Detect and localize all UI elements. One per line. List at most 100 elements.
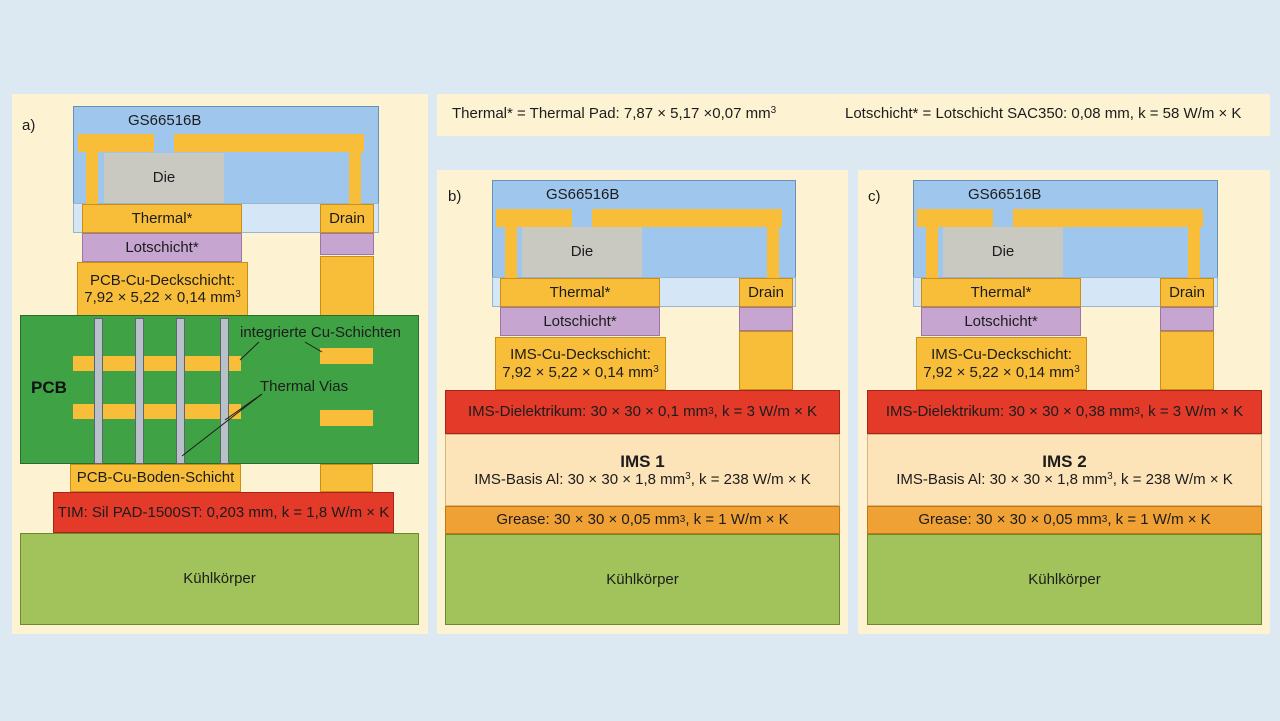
a-cu-layers-leader-2: [304, 341, 323, 353]
b-lead-right-top: [592, 209, 782, 227]
thermal-note-text: Thermal* = Thermal Pad: 7,87 × 5,17 ×0,0…: [452, 105, 771, 122]
lot-note: Lotschicht* = Lotschicht SAC350: 0,08 mm…: [845, 105, 1242, 122]
a-lead-left-post: [86, 148, 98, 206]
a-cu-layers-leader: [239, 341, 260, 361]
a-heatsink: Kühlkörper: [20, 533, 419, 625]
a-pcb-label: PCB: [31, 378, 67, 397]
a-lead-right-top: [174, 134, 364, 152]
c-lotschicht: Lotschicht*: [921, 307, 1081, 336]
c-dielectric-k: , k = 3 W/m × K: [1139, 403, 1244, 421]
a-via-1: [94, 318, 103, 464]
c-ims-base: IMS 2 IMS-Basis Al: 30 × 30 × 1,8 mm3, k…: [867, 434, 1262, 506]
b-grease-k: , k = 1 W/m × K: [685, 511, 789, 529]
a-drain-bottom-cu: [320, 464, 373, 492]
b-cu-top: IMS-Cu-Deckschicht: 7,92 × 5,22 × 0,14 m…: [495, 337, 666, 390]
a-thermal-pad: Thermal*: [82, 204, 242, 233]
panel-c-letter: c): [868, 188, 881, 205]
b-dielectric-text: IMS-Dielektrikum: 30 × 30 × 0,1 mm: [467, 403, 709, 421]
c-grease-text: Grease: 30 × 30 × 0,05 mm: [918, 511, 1102, 529]
a-lead-right-post: [349, 148, 361, 206]
b-lotschicht: Lotschicht*: [500, 307, 660, 336]
b-drain-cu: [739, 331, 793, 390]
a-lotschicht: Lotschicht*: [82, 233, 242, 262]
b-ims-base-text: IMS-Basis Al: 30 × 30 × 1,8 mm: [474, 471, 686, 489]
c-dielectric-text: IMS-Dielektrikum: 30 × 30 × 0,38 mm: [885, 403, 1135, 421]
a-drain-cu: [320, 256, 374, 316]
a-vias-leader-2: [181, 393, 263, 457]
c-drain: Drain: [1160, 278, 1214, 307]
a-drain: Drain: [320, 204, 374, 233]
c-lead-left-post: [926, 222, 938, 280]
a-chip-name: GS66516B: [128, 112, 202, 129]
panel-a-letter: a): [22, 117, 36, 134]
a-cu-top-line2: 7,92 × 5,22 × 0,14 mm3: [84, 289, 241, 306]
a-vias-label: Thermal Vias: [260, 378, 349, 395]
c-drain-solder: [1160, 307, 1214, 331]
a-leader-lines: [181, 341, 323, 457]
a-cu-top-line1: PCB-Cu-Deckschicht:: [89, 271, 236, 289]
a-drain-solder: [320, 233, 374, 255]
panel-b-letter: b): [448, 188, 462, 205]
a-pcb: [20, 315, 419, 464]
b-chip-name: GS66516B: [546, 186, 620, 203]
a-inner-cu-3: [320, 348, 373, 364]
a-tim: TIM: Sil PAD-1500ST: 0,203 mm, k = 1,8 W…: [53, 492, 394, 533]
a-inner-cu-1: [73, 356, 241, 371]
b-dielectric-k: , k = 3 W/m × K: [713, 403, 817, 421]
a-cu-top-sup: 3: [235, 289, 241, 300]
b-lead-left-post: [505, 222, 517, 280]
c-cu-top-dims: 7,92 × 5,22 × 0,14 mm: [923, 363, 1075, 381]
b-cu-top-dims: 7,92 × 5,22 × 0,14 mm: [502, 363, 654, 381]
b-ims-base-k: , k = 238 W/m × K: [690, 471, 811, 489]
a-die: Die: [104, 153, 224, 203]
c-ims-base-sup: 3: [1107, 471, 1113, 483]
b-ims-base-line: IMS-Basis Al: 30 × 30 × 1,8 mm3, k = 238…: [474, 471, 811, 488]
b-drain-solder: [739, 307, 793, 331]
b-grease-text: Grease: 30 × 30 × 0,05 mm: [496, 511, 680, 529]
b-ims-title: IMS 1: [620, 451, 665, 471]
c-ims-title: IMS 2: [1042, 451, 1087, 471]
b-heatsink: Kühlkörper: [445, 534, 840, 625]
b-cu-top-line1: IMS-Cu-Deckschicht:: [510, 346, 651, 364]
b-cu-top-line2: 7,92 × 5,22 × 0,14 mm3: [502, 364, 659, 381]
c-ims-base-k: , k = 238 W/m × K: [1112, 471, 1233, 489]
a-cu-bottom: PCB-Cu-Boden-Schicht: [70, 464, 241, 492]
c-lead-right-top: [1013, 209, 1203, 227]
thermal-note-sup: 3: [770, 105, 777, 116]
c-cu-top-line1: IMS-Cu-Deckschicht:: [931, 346, 1072, 364]
a-via-2: [135, 318, 144, 464]
c-drain-cu: [1160, 331, 1214, 390]
a-via-4: [220, 318, 229, 464]
c-cu-top-sup: 3: [1074, 363, 1080, 375]
c-cu-top-line2: 7,92 × 5,22 × 0,14 mm3: [923, 364, 1080, 381]
b-cu-top-sup: 3: [653, 363, 659, 375]
a-cu-top: PCB-Cu-Deckschicht: 7,92 × 5,22 × 0,14 m…: [77, 262, 248, 316]
a-inner-cu-2: [73, 404, 241, 419]
a-cu-top-dims: 7,92 × 5,22 × 0,14 mm: [84, 289, 236, 306]
b-ims-base: IMS 1 IMS-Basis Al: 30 × 30 × 1,8 mm3, k…: [445, 434, 840, 506]
c-cu-top: IMS-Cu-Deckschicht: 7,92 × 5,22 × 0,14 m…: [916, 337, 1087, 390]
a-via-3: [176, 318, 185, 464]
a-cu-layers-label: integrierte Cu-Schichten: [240, 324, 401, 341]
a-inner-cu-4: [320, 410, 373, 426]
b-lead-right-post: [767, 222, 779, 280]
b-ims-base-sup: 3: [685, 471, 691, 483]
c-lead-right-post: [1188, 222, 1200, 280]
c-grease-k: , k = 1 W/m × K: [1107, 511, 1211, 529]
b-thermal-pad: Thermal*: [500, 278, 660, 307]
b-die: Die: [522, 227, 642, 277]
c-thermal-pad: Thermal*: [921, 278, 1081, 307]
c-die: Die: [943, 227, 1063, 277]
c-ims-base-line: IMS-Basis Al: 30 × 30 × 1,8 mm3, k = 238…: [896, 471, 1233, 488]
a-lead-left-top: [78, 134, 154, 152]
legend-box: [437, 94, 1270, 136]
thermal-note: Thermal* = Thermal Pad: 7,87 × 5,17 ×0,0…: [452, 105, 776, 122]
c-heatsink: Kühlkörper: [867, 534, 1262, 625]
c-chip-name: GS66516B: [968, 186, 1042, 203]
c-ims-base-text: IMS-Basis Al: 30 × 30 × 1,8 mm: [896, 471, 1108, 489]
